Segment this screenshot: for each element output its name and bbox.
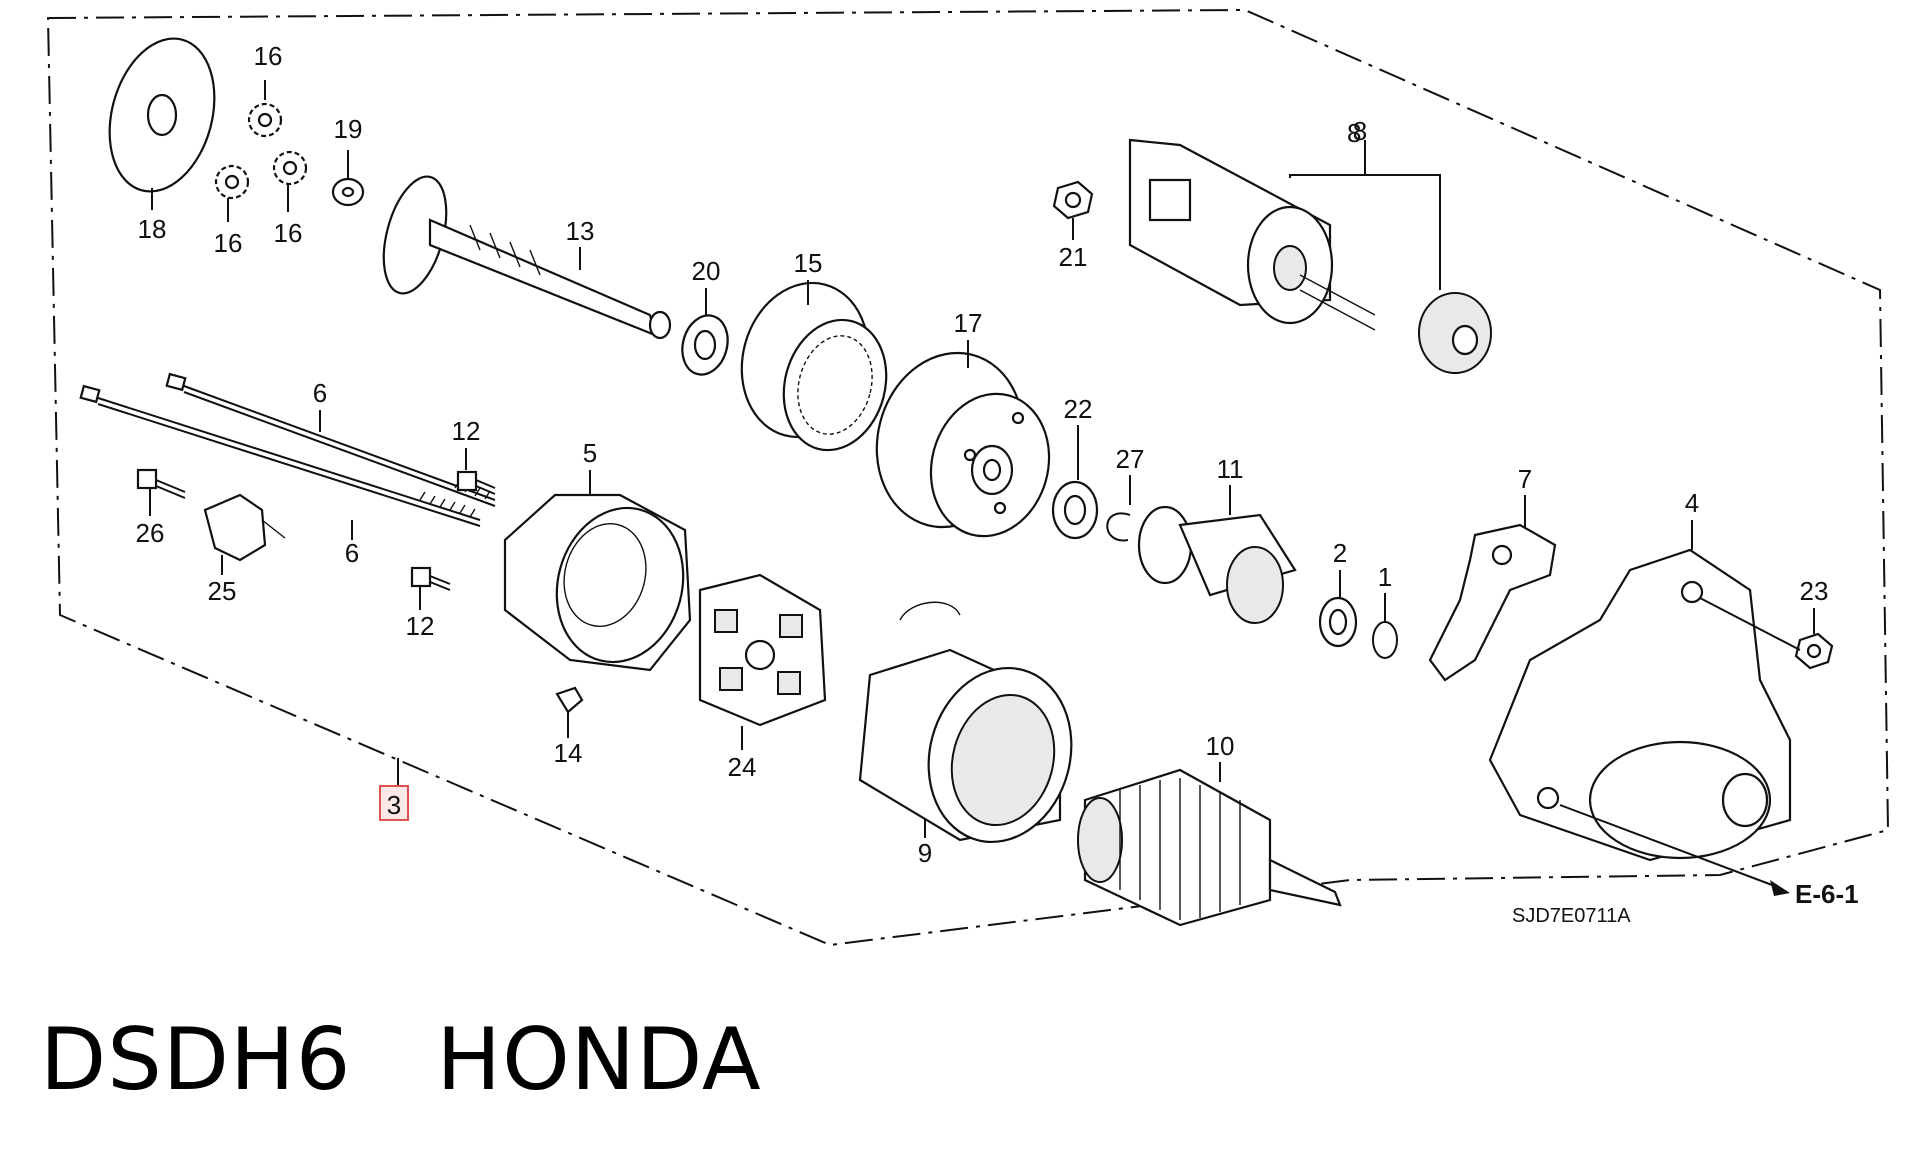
- reference-link[interactable]: E-6-1: [1795, 879, 1859, 909]
- callout-25: 25: [208, 576, 237, 606]
- part-6-bolt-2[interactable]: [165, 372, 496, 507]
- callout-16-c: 16: [274, 218, 303, 248]
- part-12-screw-2[interactable]: [410, 566, 451, 610]
- callout-6: 6: [313, 378, 327, 408]
- callout-8: 8: [1353, 116, 1367, 146]
- part-9-yoke[interactable]: [858, 601, 1090, 858]
- callout-22: 22: [1064, 394, 1093, 424]
- part-16-gear-3[interactable]: [272, 150, 308, 212]
- callout-8: 8: [1347, 118, 1361, 148]
- part-10-armature[interactable]: [1077, 762, 1342, 927]
- callout-13: 13: [566, 216, 595, 246]
- callout-27: 27: [1116, 444, 1145, 474]
- callout-3: 3: [387, 790, 401, 820]
- assembly-boundary: [46, 8, 1890, 947]
- callout-19: 19: [334, 114, 363, 144]
- callout-7: 7: [1518, 464, 1532, 494]
- callout-5: 5: [583, 438, 597, 468]
- part-18-plate[interactable]: [94, 27, 231, 210]
- callout-6-b: 6: [345, 538, 359, 568]
- callout-26: 26: [136, 518, 165, 548]
- part-4-front-housing[interactable]: [1488, 520, 1792, 862]
- part-2-stop-ring[interactable]: [1318, 570, 1358, 648]
- part-24-brush-holder[interactable]: [698, 573, 827, 750]
- part-13-shaft[interactable]: [372, 170, 672, 340]
- drawing-code: SJD7E0711A: [1512, 905, 1631, 927]
- part-14-clip[interactable]: [555, 686, 584, 738]
- part-16-gear-2[interactable]: [214, 164, 250, 222]
- callout-20: 20: [692, 256, 721, 286]
- part-22-washer[interactable]: [1051, 425, 1099, 540]
- callout-16-b: 16: [214, 228, 243, 258]
- callout-4: 4: [1685, 488, 1699, 518]
- callout-14: 14: [554, 738, 583, 768]
- part-7-shift-lever[interactable]: [1428, 495, 1557, 682]
- callout-12-b: 12: [406, 611, 435, 641]
- part-21-nut[interactable]: [1052, 180, 1094, 240]
- callout-18: 18: [138, 214, 167, 244]
- reference-arrow: [1559, 804, 1790, 896]
- part-17-end-cover[interactable]: [858, 336, 1065, 549]
- part-25-bracket[interactable]: [203, 493, 286, 575]
- part-20-washer[interactable]: [676, 288, 734, 380]
- part-1-snap-ring[interactable]: [1372, 593, 1398, 659]
- callout-9: 9: [918, 838, 932, 868]
- callout-23: 23: [1800, 576, 1829, 606]
- part-6-bolt[interactable]: [79, 384, 481, 540]
- part-16-gear[interactable]: [247, 80, 283, 138]
- part-27-clip[interactable]: [1106, 475, 1131, 542]
- part-12-screw[interactable]: [456, 448, 496, 495]
- part-26-screw[interactable]: [136, 468, 186, 516]
- callout-2: 2: [1333, 538, 1347, 568]
- callout-17: 17: [954, 308, 983, 338]
- part-15-internal-gear[interactable]: [725, 269, 900, 462]
- callout-11: 11: [1217, 454, 1244, 484]
- callout-10: 10: [1206, 731, 1235, 761]
- callout-16: 16: [254, 41, 283, 71]
- part-5-rear-cover[interactable]: [503, 470, 700, 676]
- callout-24: 24: [728, 752, 757, 782]
- part-11-pinion[interactable]: [1137, 485, 1297, 624]
- callout-3-highlight[interactable]: 3: [379, 758, 409, 821]
- callout-15: 15: [794, 248, 823, 278]
- part-19-washer[interactable]: [331, 150, 365, 207]
- callout-21: 21: [1059, 242, 1088, 272]
- callout-12: 12: [452, 416, 481, 446]
- part-8-solenoid[interactable]: [1128, 138, 1492, 374]
- callout-1: 1: [1378, 562, 1392, 592]
- page-title: DSDH6 HONDA: [40, 1010, 762, 1110]
- part-23-nut[interactable]: [1699, 597, 1834, 670]
